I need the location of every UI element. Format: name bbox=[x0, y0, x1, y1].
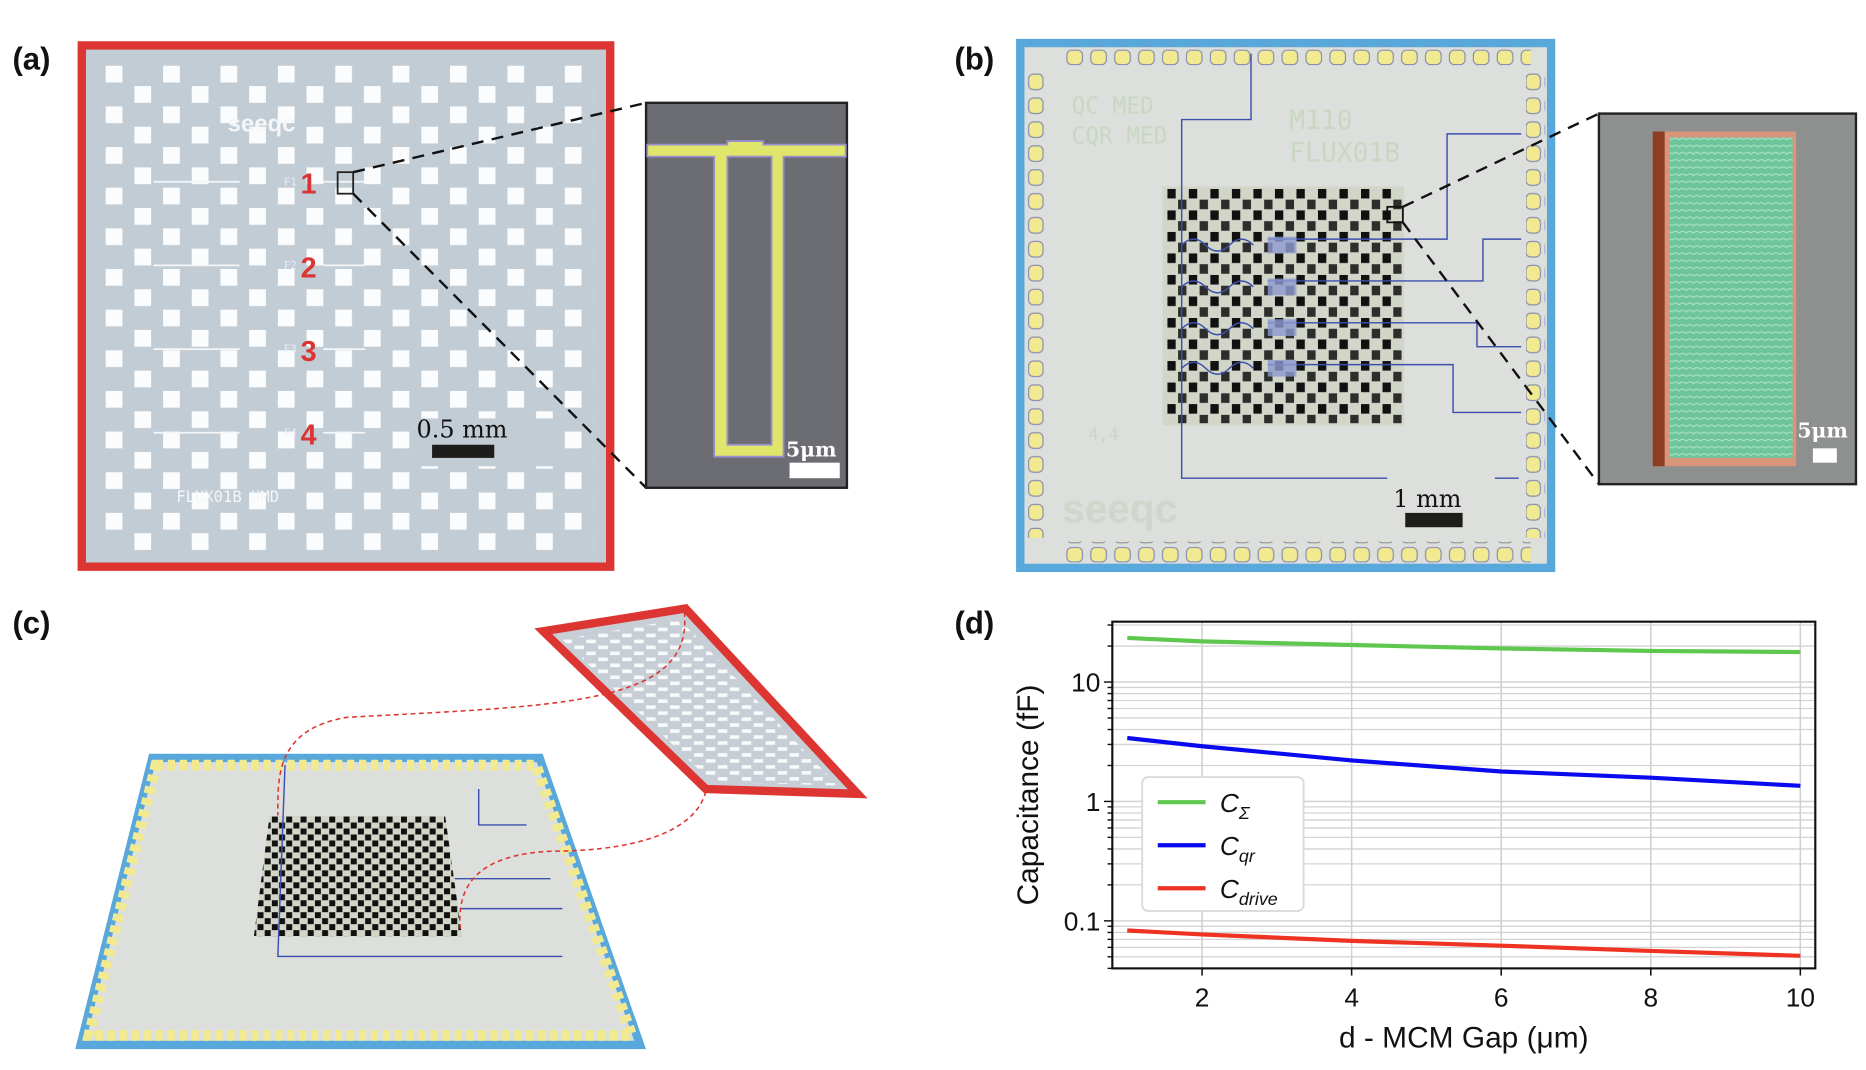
y-axis-label: Capacitance (fF) bbox=[1012, 685, 1045, 906]
bond-pads-right bbox=[1525, 71, 1546, 538]
legend-subscript: drive bbox=[1239, 889, 1278, 909]
flux-label-4: F4 bbox=[284, 426, 297, 439]
flux-label-1: F1 bbox=[284, 175, 297, 188]
chip-a-square-array bbox=[103, 64, 594, 553]
flux-label-2: F2 bbox=[284, 259, 297, 272]
device-number-2: 2 bbox=[301, 252, 317, 284]
x-tick-label: 6 bbox=[1494, 983, 1509, 1013]
y-tick-label: 1 bbox=[1086, 787, 1101, 817]
panel-d: (d) 2 4 6 8 10 0.1 1 10 d - MCM Gap (μm) Capacita… bbox=[955, 606, 1817, 1054]
zoom-line bbox=[352, 192, 647, 489]
chip-a-logo: seeqc bbox=[228, 111, 296, 138]
zoom-line bbox=[1402, 112, 1600, 208]
series-line-Σ bbox=[1127, 635, 1801, 655]
chip-b-logo: seeqc bbox=[1062, 485, 1177, 531]
legend-entry: CΣ bbox=[1220, 788, 1251, 823]
panel-label-d: (d) bbox=[955, 606, 995, 641]
inset-a-micrograph: 5μm bbox=[644, 101, 849, 489]
scale-bar-bg bbox=[414, 418, 558, 467]
x-tick-label: 10 bbox=[1786, 983, 1815, 1013]
qubit-array bbox=[1167, 188, 1402, 424]
scale-bar-b-label: 1 mm bbox=[1393, 485, 1461, 513]
chip-b-text: M110 bbox=[1289, 106, 1352, 136]
inset-b-scale-label: 5μm bbox=[1797, 419, 1848, 443]
panel-a: (a) seeqc F1 F2 F3 F4 1 2 3 4 FLUX01B UM… bbox=[12, 41, 849, 571]
chip-b-text: CQR MED bbox=[1072, 123, 1168, 149]
inset-b-sem-image: 5μm bbox=[1597, 112, 1858, 486]
top-chip-squares bbox=[562, 619, 838, 786]
inset-a-scale-label: 5μm bbox=[786, 438, 837, 462]
alignment-curve bbox=[277, 612, 686, 816]
zoom-line bbox=[1401, 221, 1600, 485]
scale-bar-b bbox=[1405, 512, 1463, 528]
y-tick-label: 10 bbox=[1071, 668, 1100, 698]
panel-c: (c) bbox=[12, 604, 868, 1050]
scale-bar-a-label: 0.5 mm bbox=[417, 416, 508, 444]
flux-label-3: F3 bbox=[284, 343, 297, 356]
chip-a-name: FLUX01B UMD bbox=[176, 488, 279, 506]
scale-bar-inset-a bbox=[789, 462, 840, 479]
chip-b-text: FLUX01B bbox=[1289, 138, 1400, 168]
device-number-3: 3 bbox=[301, 336, 317, 368]
y-tick-label: 0.1 bbox=[1064, 906, 1101, 936]
x-tick-label: 8 bbox=[1643, 983, 1658, 1013]
capacitance-chart: 2 4 6 8 10 0.1 1 10 d - MCM Gap (μm) Capacitance … bbox=[1012, 620, 1817, 1054]
qubit-array-perspective bbox=[253, 816, 462, 937]
bond-pads-bottom bbox=[1064, 541, 1531, 564]
x-tick-label: 4 bbox=[1344, 983, 1359, 1013]
device-number-4: 4 bbox=[301, 420, 317, 452]
device-rows bbox=[153, 180, 366, 434]
panel-label-c: (c) bbox=[12, 606, 50, 641]
scale-bar-a bbox=[432, 444, 495, 458]
x-axis-label: d - MCM Gap (μm) bbox=[1339, 1021, 1589, 1054]
wiring-perspective bbox=[277, 765, 563, 958]
zoom-box-b bbox=[1386, 205, 1404, 224]
x-tick-label: 2 bbox=[1195, 983, 1210, 1013]
series-line-qr bbox=[1127, 735, 1801, 788]
bond-pads-perspective bbox=[82, 759, 640, 1041]
zoom-box-a bbox=[336, 171, 355, 195]
series-line-drive bbox=[1127, 928, 1801, 958]
panel-label-a: (a) bbox=[12, 41, 50, 76]
panel-b: (b) QC MED CQR MED M110 FLUX01B 4,4 seeq… bbox=[955, 38, 1858, 573]
bond-pads-top bbox=[1064, 45, 1531, 66]
zoom-line bbox=[352, 101, 647, 174]
chip-b-text: 4,4 bbox=[1088, 424, 1118, 444]
legend-box bbox=[1141, 776, 1305, 912]
plot-frame bbox=[1111, 620, 1817, 970]
chip-b-text: QC MED bbox=[1072, 94, 1154, 120]
panel-label-b: (b) bbox=[955, 41, 995, 76]
legend-subscript: qr bbox=[1239, 846, 1256, 866]
device-number-1: 1 bbox=[301, 169, 317, 201]
alignment-curve bbox=[459, 791, 707, 933]
legend-subscript: Σ bbox=[1238, 803, 1251, 823]
qubit-pads bbox=[1267, 236, 1297, 377]
scale-bar-inset-b bbox=[1812, 448, 1837, 463]
bond-pads-left bbox=[1026, 71, 1046, 538]
